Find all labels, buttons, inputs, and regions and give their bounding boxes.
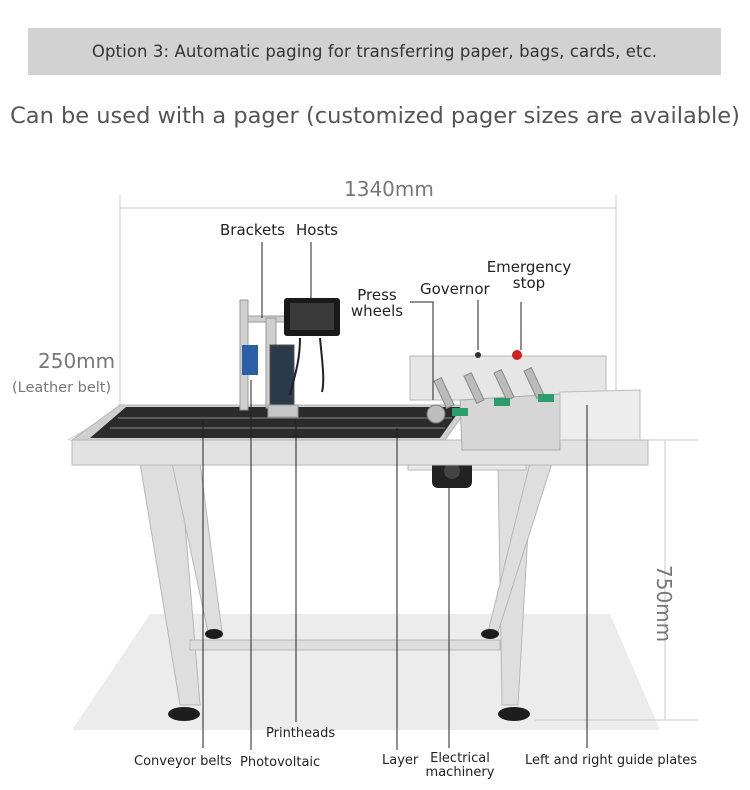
belt-note: (Leather belt) [12, 380, 112, 396]
label-electrical-machinery: Electrical machinery [422, 752, 498, 779]
governor-knob [475, 352, 481, 358]
dimension-lines [67, 195, 698, 721]
label-press-wheels-line1: Press [357, 286, 397, 304]
printhead [269, 344, 295, 406]
label-press-wheels: Press wheels [348, 286, 406, 320]
label-press-wheels-line2: wheels [350, 301, 404, 320]
label-conveyor-belts: Conveyor belts [134, 754, 232, 769]
height-dimension: 750mm [652, 565, 676, 643]
feeder-green-parts [452, 394, 554, 416]
conveyor-belt [90, 407, 462, 438]
leader-lines [202, 242, 588, 750]
leg-feet [168, 629, 530, 721]
banner-text: Option 3: Automatic paging for transferr… [91, 42, 658, 61]
width-dimension: 1340mm [344, 177, 434, 201]
label-governor: Governor [420, 280, 490, 298]
photovoltaic-sensor [242, 345, 258, 375]
label-emergency-line2: stop [512, 273, 546, 292]
label-guide-plates: Left and right guide plates [525, 753, 698, 768]
label-hosts: Hosts [296, 221, 338, 239]
press-wheel-rods [433, 367, 545, 409]
label-brackets: Brackets [220, 221, 285, 239]
belt-width-dimension: 250mm [38, 349, 116, 373]
label-emergency-stop: Emergency stop [482, 258, 576, 292]
guide-plates [559, 389, 641, 441]
host-cable [289, 337, 301, 396]
emergency-stop-button [512, 350, 522, 360]
label-emergency-line1: Emergency [486, 258, 572, 276]
label-layer: Layer [382, 753, 419, 768]
label-photovoltaic: Photovoltaic [240, 755, 321, 770]
label-electrical-line1: Electrical [430, 751, 490, 766]
press-wheel [426, 404, 446, 424]
floor-shadow [72, 614, 660, 730]
label-electrical-line2: machinery [425, 764, 495, 780]
option-banner: Option 3: Automatic paging for transferr… [28, 28, 721, 75]
frame-side [71, 439, 649, 466]
subtitle: Can be used with a pager (customized pag… [10, 103, 740, 129]
label-printheads: Printheads [266, 726, 336, 741]
feeder-side-plate [459, 393, 561, 451]
